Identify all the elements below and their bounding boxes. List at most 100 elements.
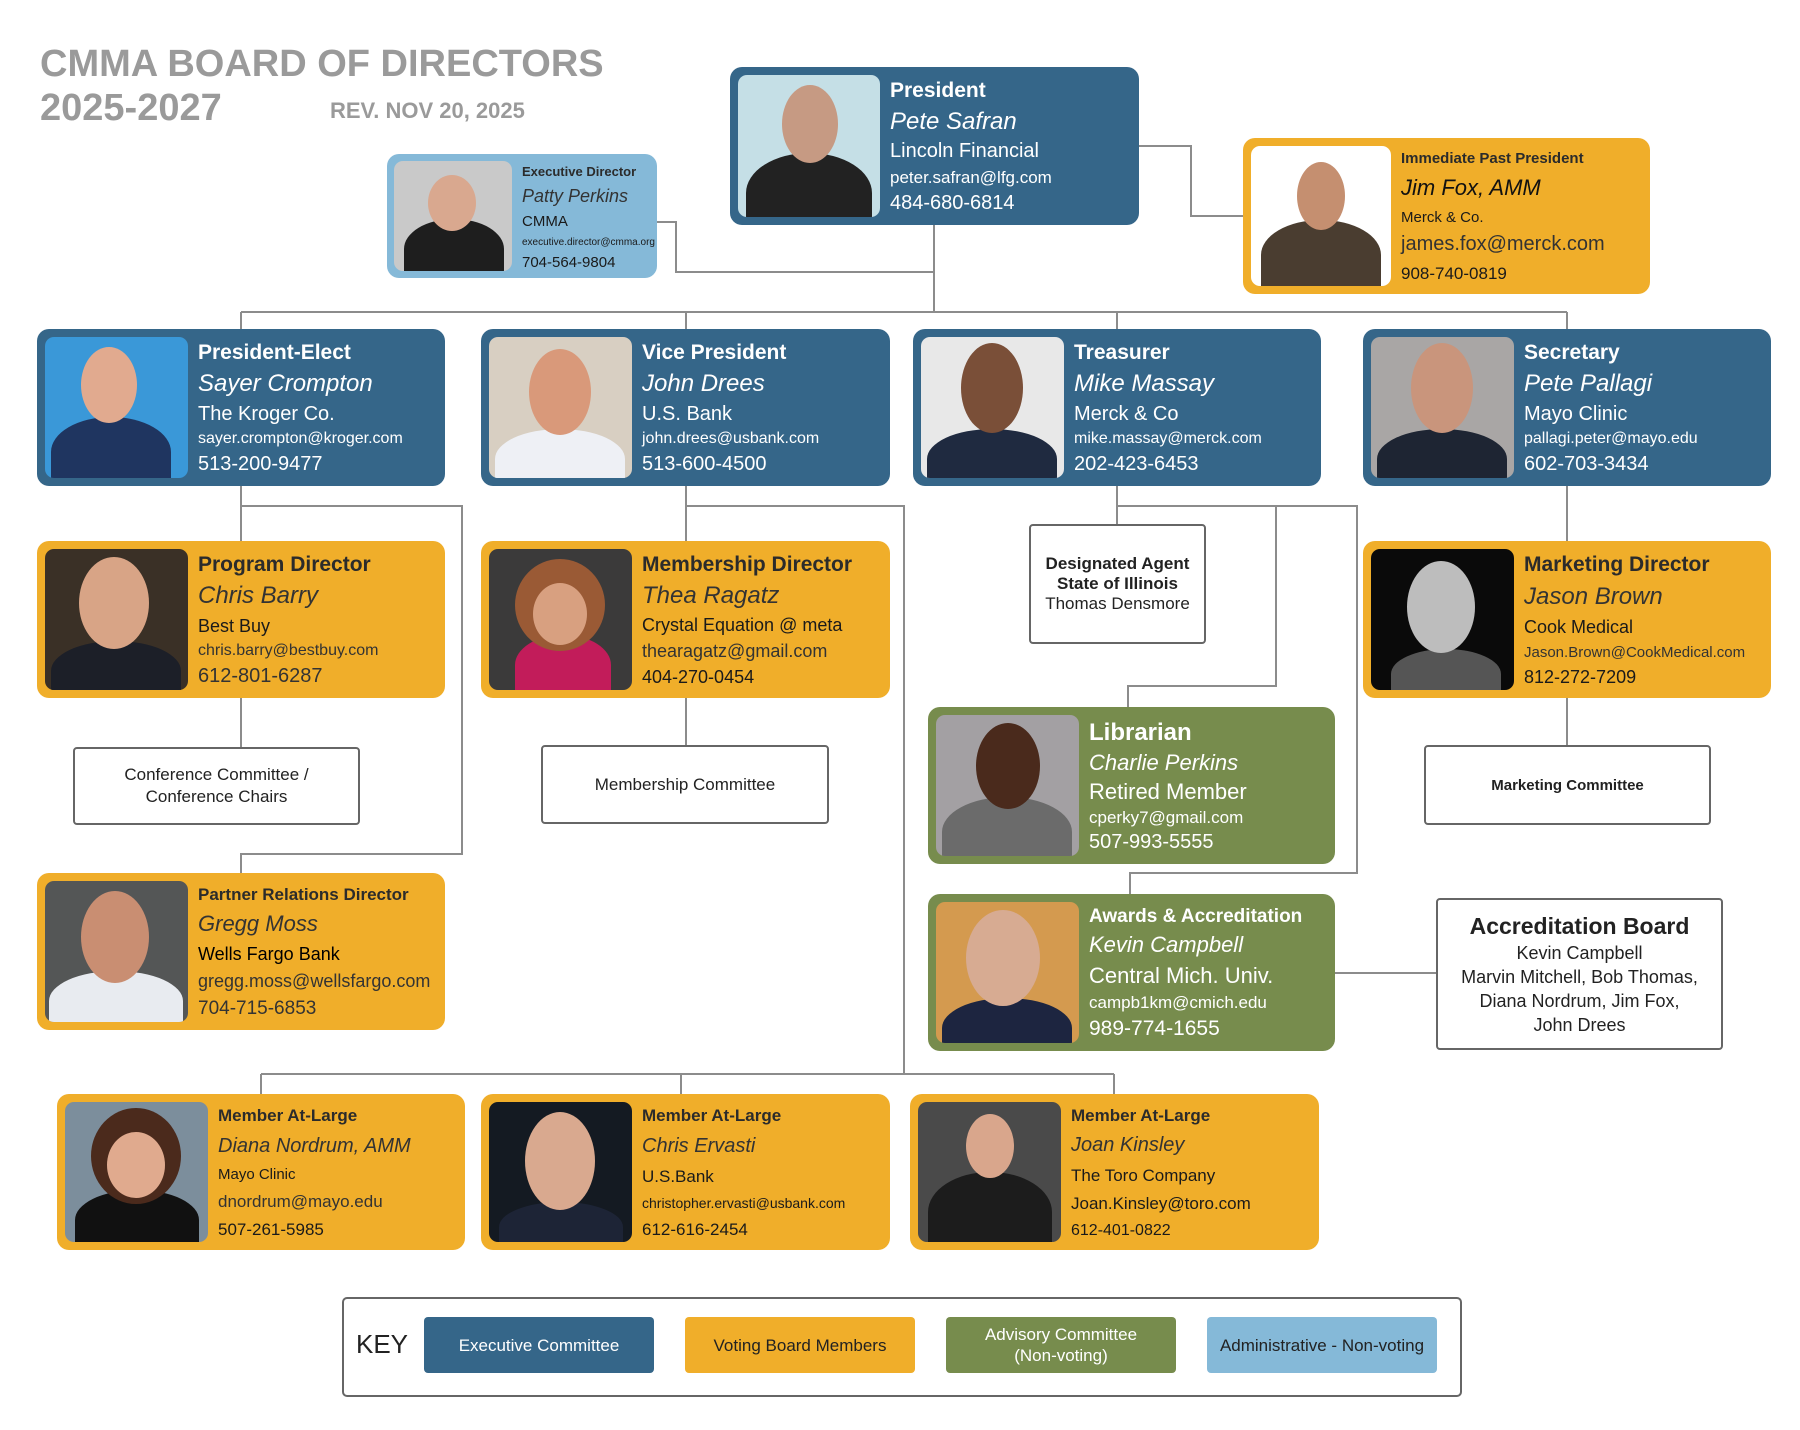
card-awards-accreditation[interactable]: Awards & Accreditation Kevin Campbell Ce… — [928, 894, 1335, 1051]
email-link[interactable]: christopher.ervasti@usbank.com — [642, 1195, 846, 1212]
photo-john-drees — [489, 337, 632, 478]
email-link[interactable]: Jason.Brown@CookMedical.com — [1524, 644, 1746, 661]
box-accreditation-board: Accreditation Board Kevin Campbell Marvi… — [1436, 898, 1723, 1050]
role: Member At-Large — [1071, 1106, 1211, 1125]
membership-committee-label: Membership Committee — [594, 774, 776, 794]
person-name: Kevin Campbell — [1089, 932, 1244, 958]
email-link[interactable]: john.drees@usbank.com — [642, 430, 820, 448]
organization: Cook Medical — [1524, 617, 1634, 637]
role: Immediate Past President — [1401, 150, 1584, 167]
person-name: Chris Barry — [198, 582, 319, 610]
role: President — [890, 79, 986, 102]
accreditation-board-line1: Kevin Campbell — [1516, 943, 1643, 963]
photo-pete-safran — [738, 75, 880, 217]
card-member-at-large-2[interactable]: Member At-Large Chris Ervasti U.S.Bank c… — [481, 1094, 890, 1250]
photo-charlie-perkins — [936, 715, 1079, 856]
photo-jason-brown — [1371, 549, 1514, 690]
person-name: Diana Nordrum, AMM — [218, 1134, 411, 1157]
phone: 484-680-6814 — [890, 192, 1015, 214]
role: Marketing Director — [1524, 553, 1710, 576]
person-name: Jason Brown — [1524, 583, 1663, 610]
card-membership-director[interactable]: Membership Director Thea Ragatz Crystal … — [481, 541, 890, 698]
conference-committee-line2: Conference Chairs — [145, 787, 288, 806]
organization: Wells Fargo Bank — [198, 943, 340, 964]
organization: Merck & Co. — [1401, 208, 1484, 226]
phone: 704-715-6853 — [198, 998, 317, 1019]
card-marketing-director[interactable]: Marketing Director Jason Brown Cook Medi… — [1363, 541, 1771, 698]
card-president[interactable]: President Pete Safran Lincoln Financial … — [730, 67, 1139, 225]
email-link[interactable]: pallagi.peter@mayo.edu — [1524, 430, 1698, 448]
email-link[interactable]: sayer.crompton@kroger.com — [198, 430, 403, 448]
photo-pete-pallagi — [1371, 337, 1514, 478]
phone: 404-270-0454 — [642, 667, 755, 687]
email-link[interactable]: cperky7@gmail.com — [1089, 808, 1244, 827]
phone: 507-261-5985 — [218, 1220, 324, 1239]
card-program-director[interactable]: Program Director Chris Barry Best Buy ch… — [37, 541, 445, 698]
card-member-at-large-3[interactable]: Member At-Large Joan Kinsley The Toro Co… — [910, 1094, 1319, 1250]
card-member-at-large-1[interactable]: Member At-Large Diana Nordrum, AMM Mayo … — [57, 1094, 465, 1250]
email-link[interactable]: chris.barry@bestbuy.com — [198, 641, 379, 659]
phone: 704-564-9804 — [522, 254, 616, 271]
person-name: John Drees — [642, 369, 765, 397]
card-librarian[interactable]: Librarian Charlie Perkins Retired Member… — [928, 707, 1335, 864]
person-name: Mike Massay — [1074, 369, 1215, 397]
role: Program Director — [198, 553, 371, 576]
card-secretary[interactable]: Secretary Pete Pallagi Mayo Clinic palla… — [1363, 329, 1771, 486]
photo-chris-barry — [45, 549, 188, 690]
organization: The Toro Company — [1071, 1165, 1216, 1185]
box-membership-committee: Membership Committee — [541, 745, 829, 824]
card-executive-director[interactable]: Executive Director Patty Perkins CMMA ex… — [387, 154, 657, 278]
role: Member At-Large — [218, 1106, 358, 1125]
photo-gregg-moss — [45, 881, 188, 1022]
person-name: Patty Perkins — [522, 185, 629, 206]
person-name: Charlie Perkins — [1089, 750, 1239, 775]
person-name: Gregg Moss — [198, 911, 318, 937]
box-marketing-committee: Marketing Committee — [1424, 745, 1711, 825]
legend-administrative: Administrative - Non-voting — [1207, 1317, 1437, 1373]
role: Partner Relations Director — [198, 885, 409, 904]
email-link[interactable]: gregg.moss@wellsfargo.com — [198, 970, 431, 991]
organization: Best Buy — [198, 615, 271, 636]
card-president-elect[interactable]: President-Elect Sayer Crompton The Kroge… — [37, 329, 445, 486]
person-name: Thea Ragatz — [642, 582, 780, 609]
email-link[interactable]: dnordrum@mayo.edu — [218, 1191, 383, 1211]
legend-voting-board-members: Voting Board Members — [685, 1317, 915, 1373]
organization: CMMA — [522, 213, 568, 230]
legend-voting-label: Voting Board Members — [713, 1335, 887, 1355]
email-link[interactable]: Joan.Kinsley@toro.com — [1071, 1193, 1251, 1213]
role: Executive Director — [522, 164, 637, 179]
phone: 812-272-7209 — [1524, 667, 1637, 687]
card-immediate-past-president[interactable]: Immediate Past President Jim Fox, AMM Me… — [1243, 138, 1650, 294]
organization: Crystal Equation @ meta — [642, 615, 843, 635]
designated-agent-name: Thomas Densmore — [1045, 594, 1190, 613]
email-link[interactable]: james.fox@merck.com — [1401, 233, 1605, 256]
card-treasurer[interactable]: Treasurer Mike Massay Merck & Co mike.ma… — [913, 329, 1321, 486]
phone: 602-703-3434 — [1524, 453, 1649, 475]
legend-advisory-label: Advisory Committee — [984, 1325, 1138, 1344]
photo-kevin-campbell — [936, 902, 1079, 1043]
email-link[interactable]: thearagatz@gmail.com — [642, 641, 828, 661]
email-link[interactable]: executive.director@cmma.org — [522, 236, 655, 248]
organization: The Kroger Co. — [198, 402, 335, 425]
email-link[interactable]: campb1km@cmich.edu — [1089, 992, 1267, 1012]
email-link[interactable]: mike.massay@merck.com — [1074, 430, 1262, 448]
title-line-2: 2025-2027 — [40, 87, 222, 129]
photo-patty-perkins — [394, 161, 512, 271]
card-partner-relations-director[interactable]: Partner Relations Director Gregg Moss We… — [37, 873, 445, 1030]
organization: U.S. Bank — [642, 402, 733, 425]
organization: Central Mich. Univ. — [1089, 962, 1274, 988]
accreditation-board-line2: Marvin Mitchell, Bob Thomas, — [1461, 967, 1698, 987]
phone: 513-600-4500 — [642, 453, 767, 475]
box-conference-committee: Conference Committee / Conference Chairs — [73, 747, 360, 825]
card-vice-president[interactable]: Vice President John Drees U.S. Bank john… — [481, 329, 890, 486]
role: Vice President — [642, 341, 787, 364]
person-name: Pete Pallagi — [1524, 369, 1653, 397]
photo-jim-fox — [1251, 146, 1391, 286]
photo-joan-kinsley — [918, 1102, 1061, 1242]
organization: Merck & Co — [1074, 402, 1179, 425]
phone: 908-740-0819 — [1401, 264, 1507, 283]
title-line-1: CMMA BOARD OF DIRECTORS — [40, 43, 604, 85]
box-designated-agent: Designated Agent State of Illinois Thoma… — [1029, 524, 1206, 644]
email-link[interactable]: peter.safran@lfg.com — [890, 167, 1052, 187]
